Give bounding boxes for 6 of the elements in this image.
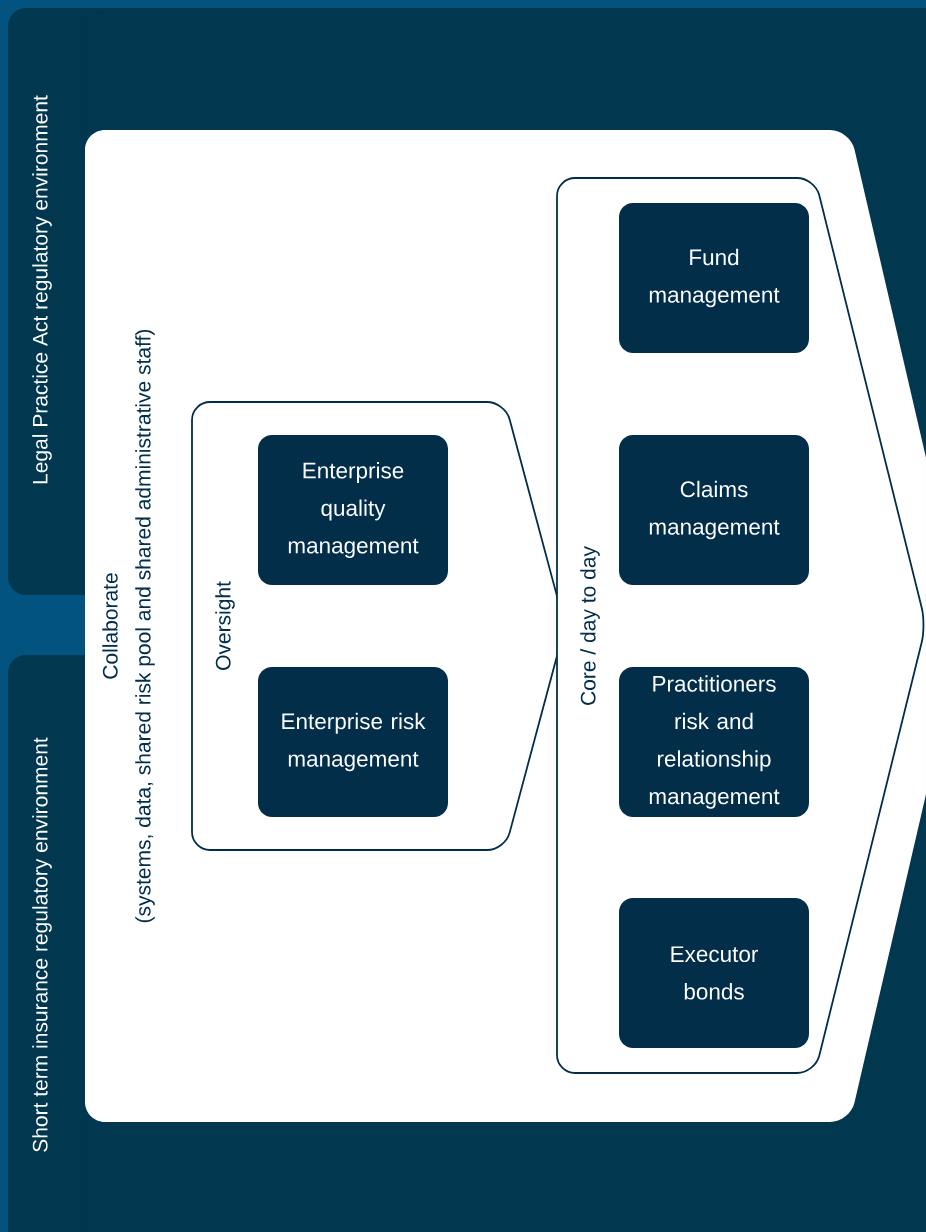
process-box: Enterprise risk management bbox=[258, 667, 448, 817]
process-box: Claims management bbox=[619, 435, 809, 585]
process-box: Practitioners risk and relationship management bbox=[619, 667, 809, 817]
process-box: Enterprise quality management bbox=[258, 435, 448, 585]
process-box: Executor bonds bbox=[619, 898, 809, 1048]
process-box: Fund management bbox=[619, 203, 809, 353]
